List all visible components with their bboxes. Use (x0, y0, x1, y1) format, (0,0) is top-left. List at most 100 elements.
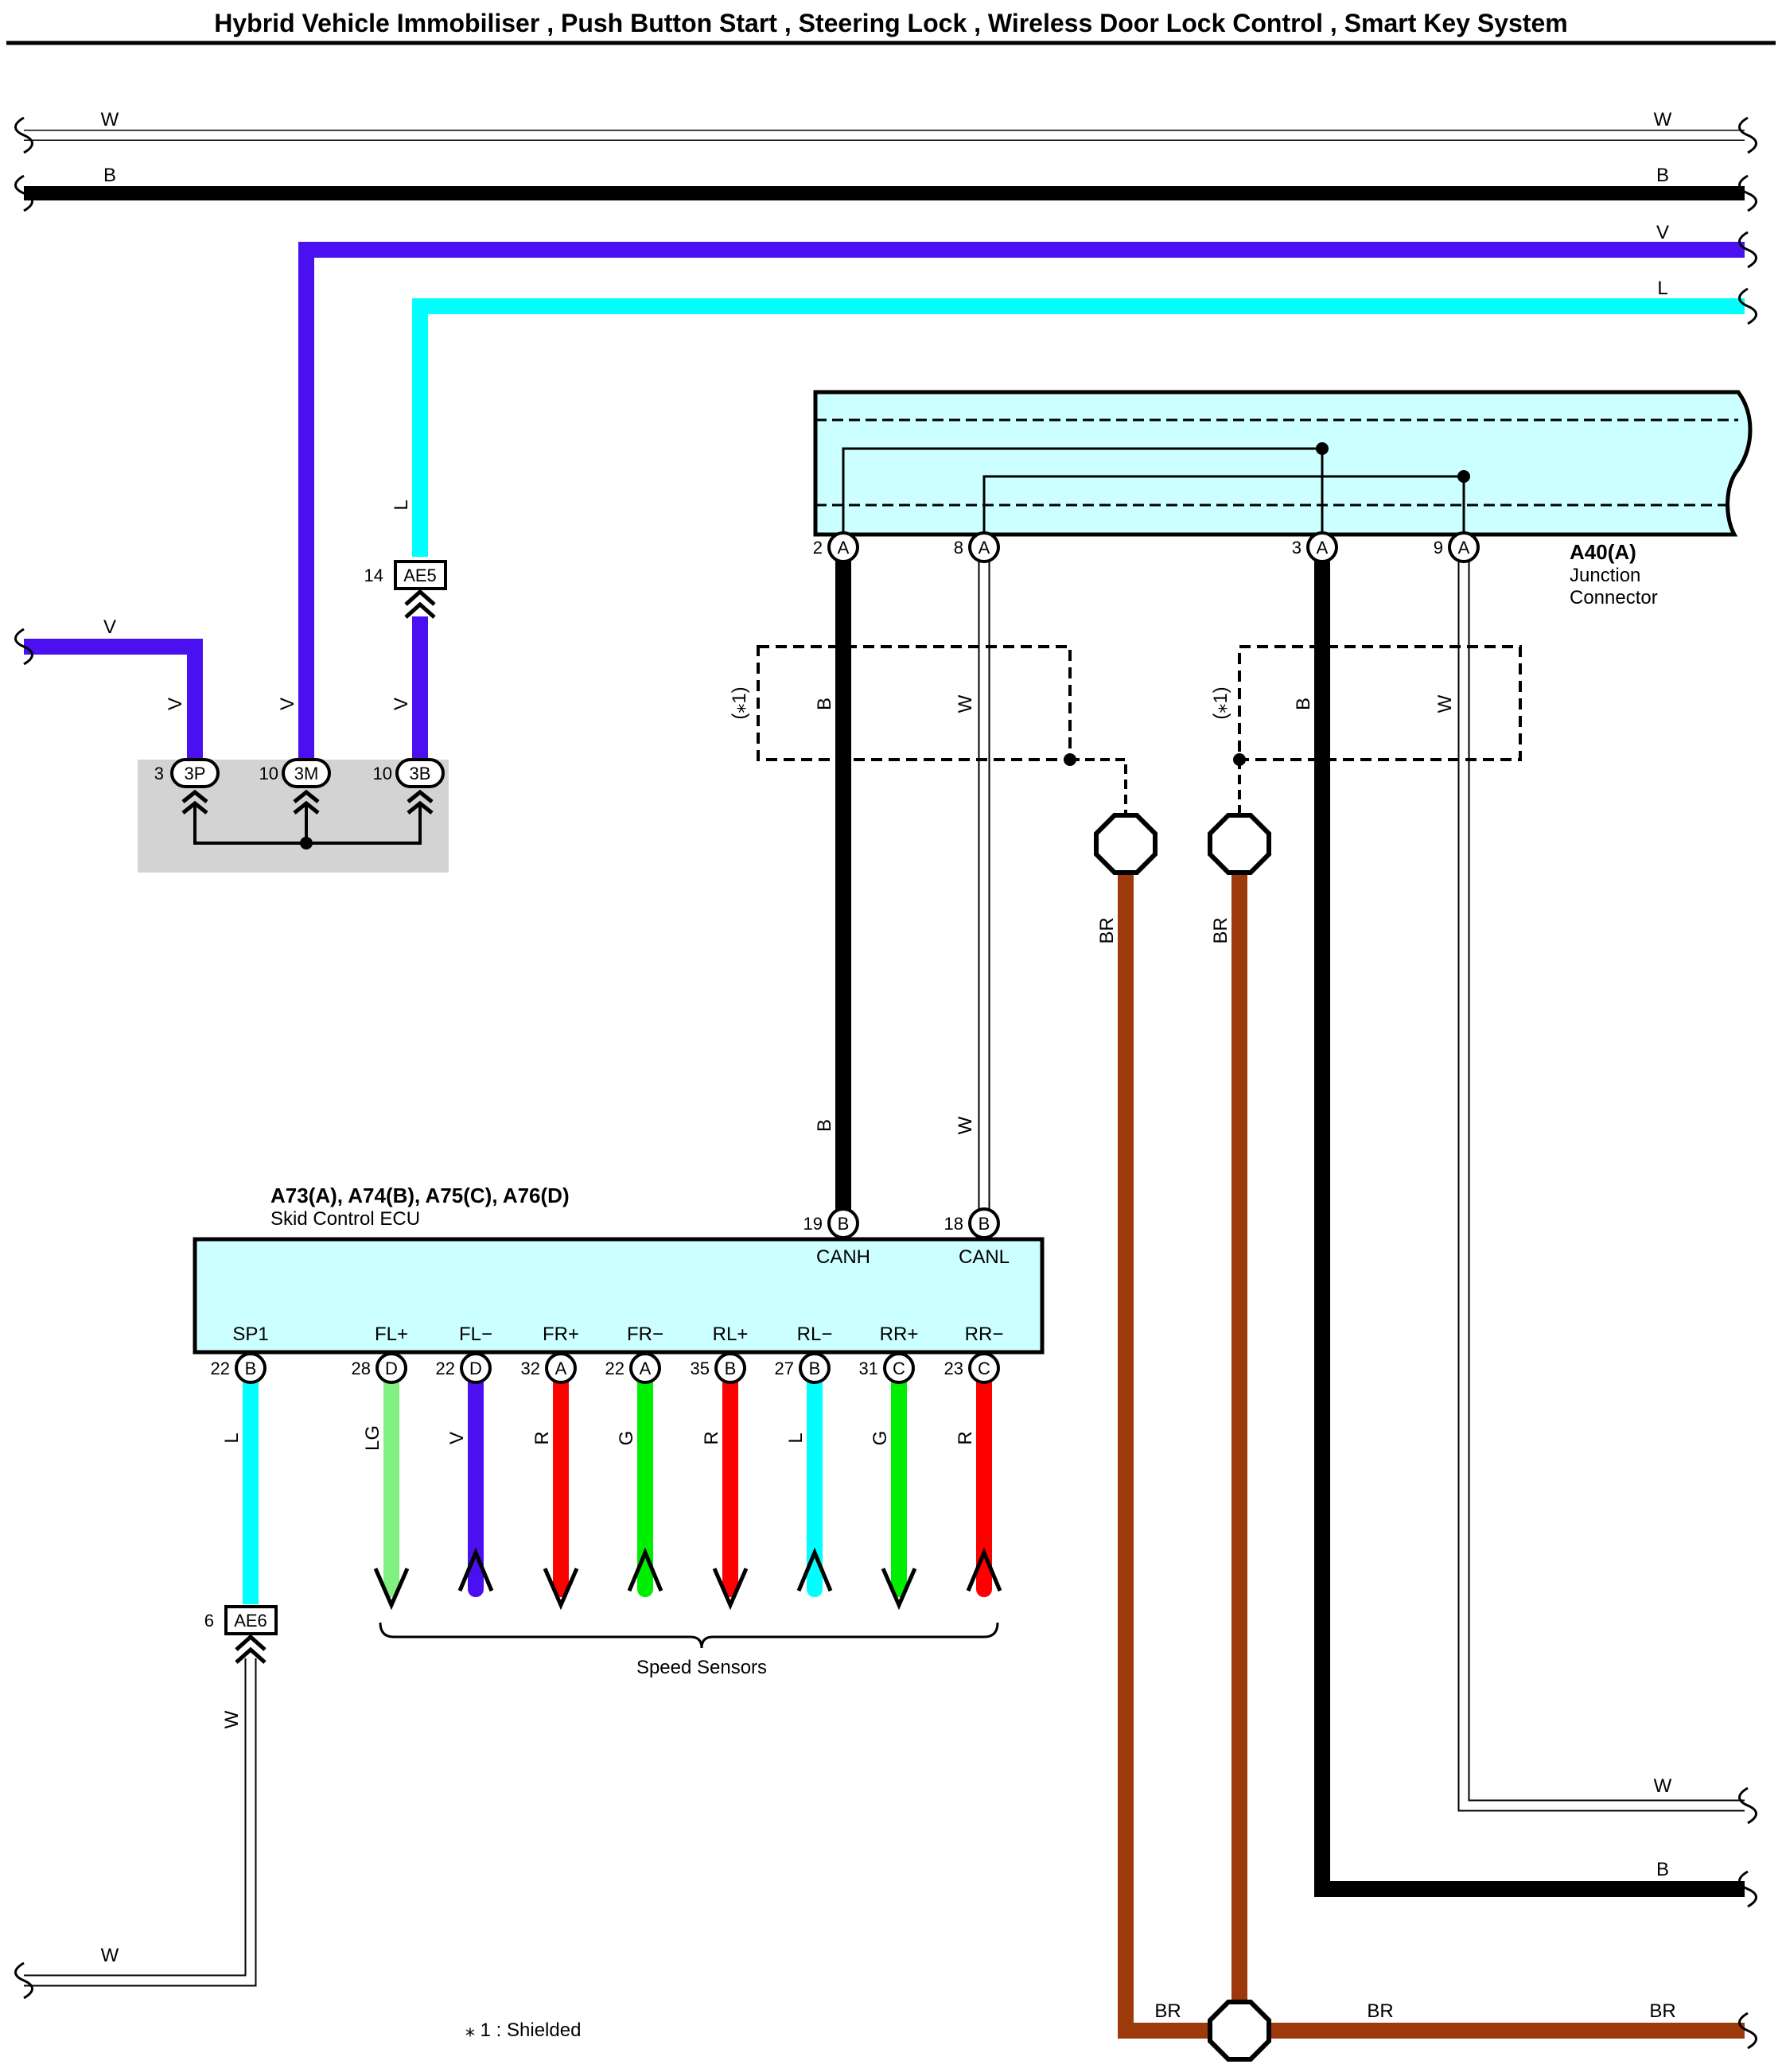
connector-ae6: 6 AE6 (204, 1605, 278, 1664)
joint-pin-3b-id: 3B (410, 764, 431, 783)
junction-b-wire-right: B B (1293, 549, 1757, 1908)
footnote: ⁎ 1 : Shielded (465, 2020, 581, 2041)
connector-ae5-id: AE5 (403, 566, 437, 585)
ecu-pin-canl-num: 18 (944, 1214, 963, 1234)
ecu-pin-3-label: FL− (459, 1324, 492, 1345)
wire-label-l-top-right: L (1657, 278, 1667, 299)
ae5-v-wire: V (391, 616, 428, 773)
top-w-wire: W W (14, 109, 1757, 154)
speed-wire-5: R (701, 1372, 749, 1611)
ecu-pin-7-num: 27 (775, 1359, 794, 1378)
wire-label-can-w-upper: W (955, 694, 976, 713)
junction-pin-2-letter: A (838, 538, 850, 558)
wire-label-can-b-upper: B (814, 698, 835, 710)
speed-wire-8-label: R (955, 1431, 976, 1444)
ecu-pin-1-letter: B (245, 1359, 257, 1378)
ecu-pin-4-num: 32 (521, 1359, 540, 1378)
speed-sensors-brace (379, 1622, 999, 1649)
speed-wire-3: R (531, 1372, 579, 1611)
wire-label-l-ae5: L (391, 500, 412, 510)
wire-label-w-left: W (101, 109, 119, 130)
junction-pin-2-num: 2 (813, 538, 823, 558)
ecu-pin-7-label: RL− (797, 1324, 833, 1345)
ecu-pin-5-circle (629, 1352, 661, 1384)
wire-label-b-junction-right: B (1293, 698, 1314, 710)
wire-label-br-bottom-2: BR (1367, 2000, 1393, 2022)
junction-pin-8-num: 8 (954, 538, 963, 558)
ecu-pin-canl-letter: B (979, 1214, 990, 1234)
junction-pin-3: 3 A (1292, 531, 1338, 563)
ecu-pin-6-num: 35 (691, 1359, 710, 1378)
speed-wire-4: G (616, 1372, 663, 1597)
ecu-pin-canh-label: CANH (816, 1246, 870, 1268)
speed-wire-4-label: G (616, 1431, 637, 1446)
ecu-name: A73(A), A74(B), A75(C), A76(D) (270, 1184, 570, 1207)
top-l-wire: L L (391, 278, 1757, 557)
ecu-pin-1-circle (235, 1352, 267, 1384)
wire-label-w-bottom-right: W (1654, 1775, 1672, 1797)
ground-node-right (1208, 813, 1271, 875)
speed-wire-8: R (955, 1372, 1002, 1597)
ecu-pin-canl: 18 B CANL (944, 1207, 1010, 1268)
joint-pin-3b-num: 10 (373, 764, 392, 783)
connector-ae5: 14 AE5 (364, 560, 447, 619)
ecu-pin-4-letter: A (555, 1359, 567, 1378)
ground-node-bottom (1208, 2000, 1271, 2062)
shield-right-label: (⁎1) (1210, 686, 1231, 719)
ecu-pin-9-label: RR− (965, 1324, 1004, 1345)
wire-label-b-bottom-right: B (1656, 1859, 1669, 1880)
shield-left: (⁎1) (729, 645, 1127, 815)
junction-pin-9-num: 9 (1434, 538, 1443, 558)
ecu-box (193, 1237, 1045, 1355)
joint-pin-3m-num: 10 (259, 764, 278, 783)
wire-label-br-bottom-3: BR (1649, 2000, 1675, 2022)
speed-wire-2: V (446, 1372, 494, 1597)
speed-wire-6-label: L (785, 1433, 807, 1443)
top-b-wire: B B (14, 165, 1757, 212)
junction-connector-a40: A40(A) Junction Connector (813, 390, 1753, 608)
ecu-pin-canl-label: CANL (959, 1246, 1010, 1268)
wire-label-b-left: B (103, 165, 116, 186)
shield-left-label: (⁎1) (729, 686, 750, 719)
ecu-pin-1-label: SP1 (232, 1324, 268, 1345)
ecu-pin-canh-num: 19 (803, 1214, 823, 1234)
top-v-wire: V V (277, 222, 1757, 773)
ecu-pin-9-letter: C (978, 1359, 990, 1378)
speed-wire-7-label: G (870, 1431, 891, 1446)
ecu-pin-3-num: 22 (436, 1359, 455, 1378)
ecu-pin-2-label: FL+ (375, 1324, 408, 1345)
joint-pin-3m-id: 3M (294, 764, 319, 783)
ground-node-left (1094, 813, 1158, 875)
junction-w-wire-right: W W (1434, 549, 1757, 1825)
joint-node (300, 837, 313, 849)
wire-label-w-bottom-left: W (101, 1945, 119, 1966)
speed-wire-2-label: V (446, 1432, 468, 1444)
junction-desc-line2: Connector (1570, 587, 1658, 608)
ecu-pin-9-circle (968, 1352, 1000, 1384)
junction-pin-2: 2 A (813, 531, 859, 563)
junction-name: A40(A) (1570, 540, 1636, 564)
ecu-pin-2-circle (375, 1352, 407, 1384)
speed-wire-5-label: R (701, 1431, 722, 1444)
junction-pin-9-letter: A (1458, 538, 1470, 558)
ecu-pin-5-num: 22 (605, 1359, 624, 1378)
speed-wire-1-label: LG (362, 1425, 383, 1451)
ecu-pin-8-circle (883, 1352, 915, 1384)
junction-pin-9: 9 A (1434, 531, 1480, 563)
sp1-wire: L (221, 1380, 259, 1604)
wire-label-v-3b: V (391, 698, 412, 710)
ecu-pin-3-letter: D (469, 1359, 482, 1378)
wire-label-v-left: V (103, 616, 116, 638)
page-title: Hybrid Vehicle Immobiliser , Push Button… (214, 9, 1567, 37)
junction-pin-3-num: 3 (1292, 538, 1301, 558)
junction-pin-3-letter: A (1317, 538, 1329, 558)
speed-wire-7: G (870, 1372, 917, 1611)
wire-label-w-junction-right: W (1434, 694, 1456, 713)
wire-label-br-right: BR (1210, 917, 1231, 943)
ecu-pin-4-circle (545, 1352, 577, 1384)
wire-label-br-left: BR (1096, 917, 1118, 943)
junction-pin-8-letter: A (979, 538, 990, 558)
ecu-pin-8-label: RR+ (880, 1324, 919, 1345)
